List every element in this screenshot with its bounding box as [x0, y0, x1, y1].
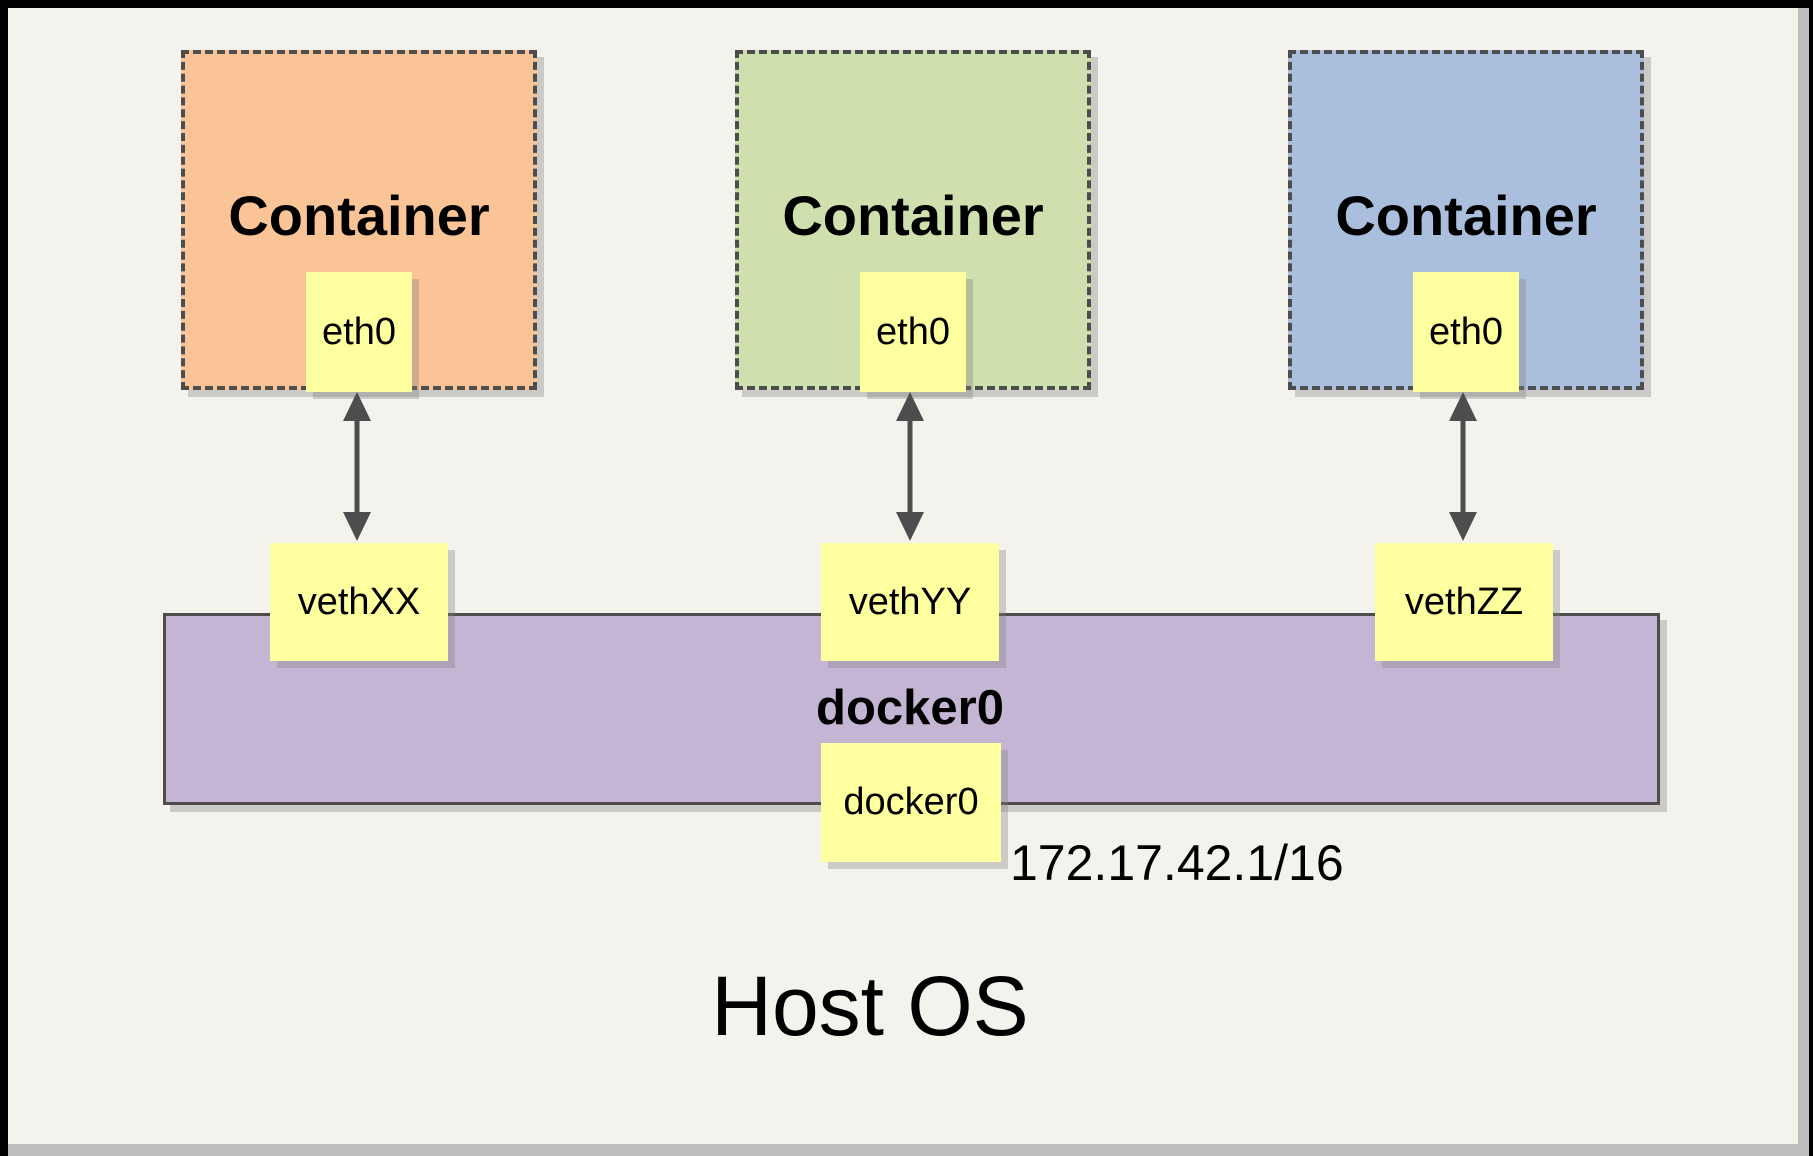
host-os-label: Host OS	[711, 959, 1029, 1053]
double-arrow-container2-vethyy	[896, 392, 924, 541]
vethzz-box: vethZZ	[1375, 543, 1553, 661]
container-3-label: Container	[1335, 184, 1597, 247]
vethyy-box: vethYY	[821, 543, 999, 661]
double-arrow-container3-vethzz	[1449, 392, 1477, 541]
container-2-label: Container	[782, 184, 1044, 247]
docker0-interface-box: docker0	[821, 743, 1001, 862]
container-2-eth0-box: eth0	[860, 272, 966, 392]
container-3-eth0-label: eth0	[1429, 310, 1503, 353]
double-arrow-container1-vethxx	[343, 392, 371, 541]
container-box-1: Container eth0	[181, 50, 537, 392]
container-box-2: Container eth0	[735, 50, 1091, 392]
docker0-ip-address: 172.17.42.1/16	[1010, 835, 1344, 891]
container-1-eth0-box: eth0	[306, 272, 412, 392]
vethxx-box: vethXX	[270, 543, 448, 661]
container-2-eth0-label: eth0	[876, 310, 950, 353]
docker0-bridge-label: docker0	[816, 681, 1004, 735]
container-1-eth0-label: eth0	[322, 310, 396, 353]
container-1-label: Container	[228, 184, 490, 247]
container-box-3: Container eth0	[1288, 50, 1644, 392]
container-3-eth0-box: eth0	[1413, 272, 1519, 392]
